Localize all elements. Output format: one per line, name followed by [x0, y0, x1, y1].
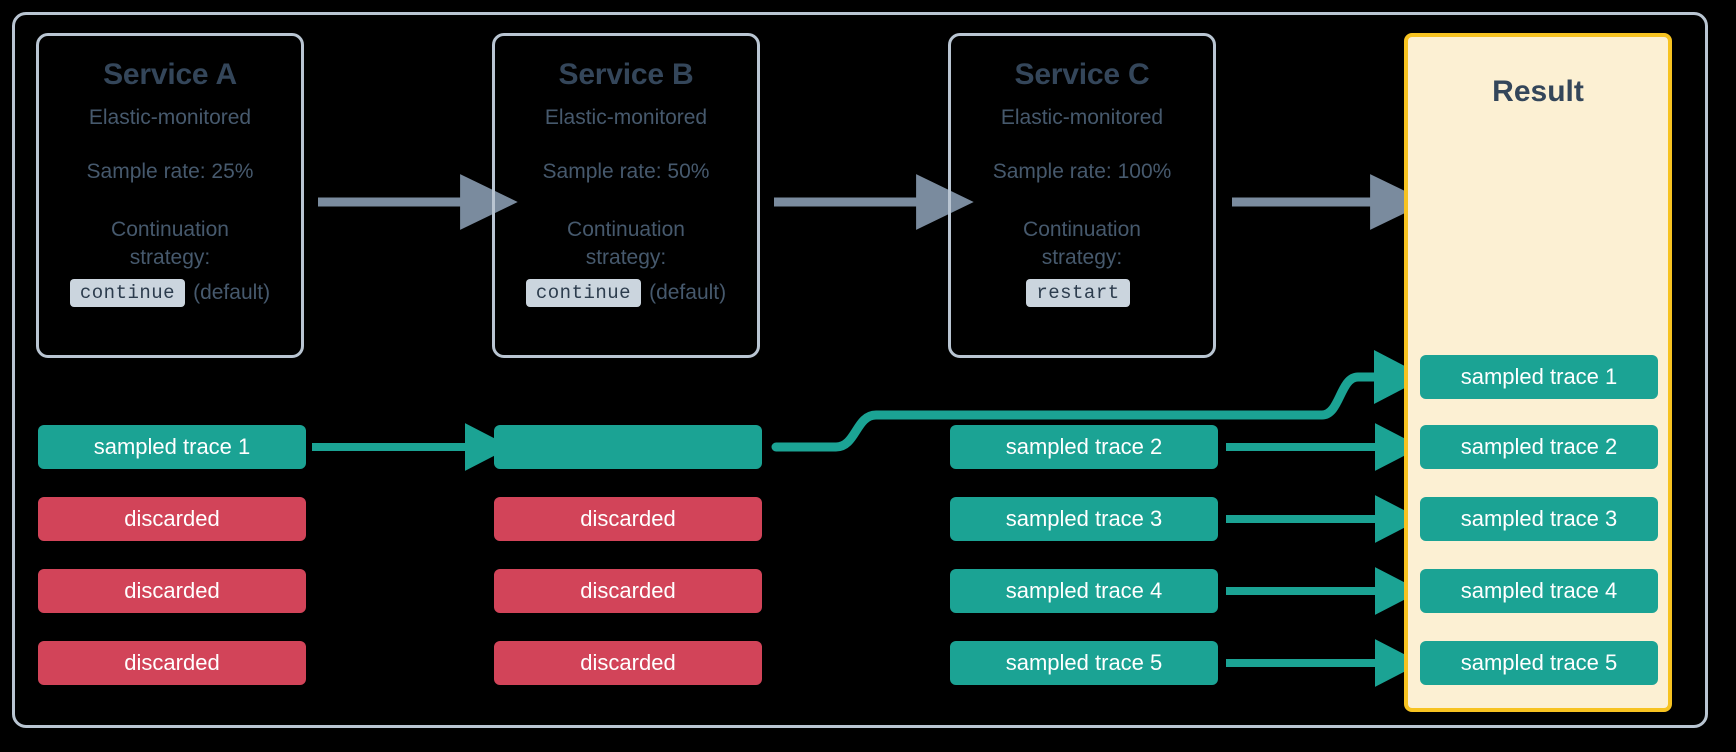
- service-b-strategy-label: Continuation strategy:: [567, 216, 685, 273]
- service-b-strategy-label-line1: Continuation: [567, 218, 685, 241]
- service-c-strategy-label: Continuation strategy:: [1023, 216, 1141, 273]
- service-c-strategy-value: restart: [1026, 278, 1130, 307]
- trace-chip-c-1[interactable]: sampled trace 2: [950, 425, 1218, 469]
- service-c-subtitle: Elastic-monitored: [1000, 106, 1164, 129]
- trace-chip-b-2[interactable]: discarded: [494, 497, 762, 541]
- trace-chip-label: sampled trace 5: [1460, 650, 1618, 675]
- trace-chip-label: discarded: [124, 506, 220, 531]
- trace-chip-label: discarded: [124, 650, 220, 675]
- service-a-subtitle: Elastic-monitored: [88, 106, 252, 129]
- trace-chip-label: sampled trace 2: [1005, 434, 1163, 459]
- service-a-strategy-line: continue (default): [69, 278, 271, 307]
- service-c-strategy-label-line1: Continuation: [1023, 218, 1141, 241]
- result-chip-2[interactable]: sampled trace 2: [1420, 425, 1658, 469]
- trace-chip-a-1[interactable]: sampled trace 1: [38, 425, 306, 469]
- trace-chip-c-3[interactable]: sampled trace 4: [950, 569, 1218, 613]
- service-panel-c[interactable]: Service C Elastic-monitored Sample rate:…: [948, 33, 1216, 358]
- trace-chip-label: sampled trace 1: [1460, 364, 1618, 389]
- service-a-strategy-label-line1: Continuation: [111, 218, 229, 241]
- trace-chip-label: discarded: [580, 578, 676, 603]
- trace-arrows: [312, 350, 1427, 688]
- result-chip-4[interactable]: sampled trace 4: [1420, 569, 1658, 613]
- trace-chip-b-1[interactable]: [494, 425, 762, 469]
- service-a-strategy-label-line2: strategy:: [129, 246, 211, 270]
- trace-chip-label: sampled trace 3: [1460, 506, 1618, 531]
- service-c-sample-rate: Sample rate: 100%: [992, 160, 1172, 183]
- trace-chip-label: sampled trace 4: [1005, 578, 1163, 603]
- trace-chip-c-2[interactable]: sampled trace 3: [950, 497, 1218, 541]
- result-chip-1[interactable]: sampled trace 1: [1420, 355, 1658, 399]
- trace-chip-b-3[interactable]: discarded: [494, 569, 762, 613]
- service-a-strategy-note: (default): [193, 280, 271, 304]
- service-c-title: Service C: [1014, 58, 1150, 91]
- service-b-strategy-line: continue (default): [525, 278, 727, 307]
- trace-chip-label: sampled trace 1: [93, 434, 251, 459]
- trace-chip-label: sampled trace 5: [1005, 650, 1163, 675]
- trace-chip-label: discarded: [580, 506, 676, 531]
- result-title: Result: [1492, 75, 1584, 108]
- trace-chip-c-4[interactable]: sampled trace 5: [950, 641, 1218, 685]
- service-a-strategy-value: continue: [69, 278, 186, 307]
- service-b-strategy-label-line2: strategy:: [585, 246, 667, 270]
- trace-chip-a-3[interactable]: discarded: [38, 569, 306, 613]
- service-a-title: Service A: [103, 58, 237, 91]
- service-a-strategy-label: Continuation strategy:: [111, 216, 229, 273]
- service-c-strategy-label-line2: strategy:: [1041, 246, 1123, 270]
- service-panel-b[interactable]: Service B Elastic-monitored Sample rate:…: [492, 33, 760, 358]
- trace-chip-a-2[interactable]: discarded: [38, 497, 306, 541]
- service-b-strategy-value: continue: [525, 278, 642, 307]
- service-b-subtitle: Elastic-monitored: [544, 106, 708, 129]
- service-b-sample-rate: Sample rate: 50%: [542, 160, 710, 183]
- service-c-strategy-line: restart: [1026, 278, 1137, 307]
- trace-chip-label: discarded: [124, 578, 220, 603]
- trace-chip-a-4[interactable]: discarded: [38, 641, 306, 685]
- service-b-title: Service B: [558, 58, 694, 91]
- trace-chip-label: discarded: [580, 650, 676, 675]
- trace-chip-label: sampled trace 3: [1005, 506, 1163, 531]
- trace-chip-label: sampled trace 4: [1460, 578, 1618, 603]
- trace-chip-label: sampled trace 2: [1460, 434, 1618, 459]
- service-b-strategy-note: (default): [649, 280, 727, 304]
- result-chip-3[interactable]: sampled trace 3: [1420, 497, 1658, 541]
- service-panel-a[interactable]: Service A Elastic-monitored Sample rate:…: [36, 33, 304, 358]
- trace-chip-b-4[interactable]: discarded: [494, 641, 762, 685]
- service-a-sample-rate: Sample rate: 25%: [86, 160, 254, 183]
- result-chip-5[interactable]: sampled trace 5: [1420, 641, 1658, 685]
